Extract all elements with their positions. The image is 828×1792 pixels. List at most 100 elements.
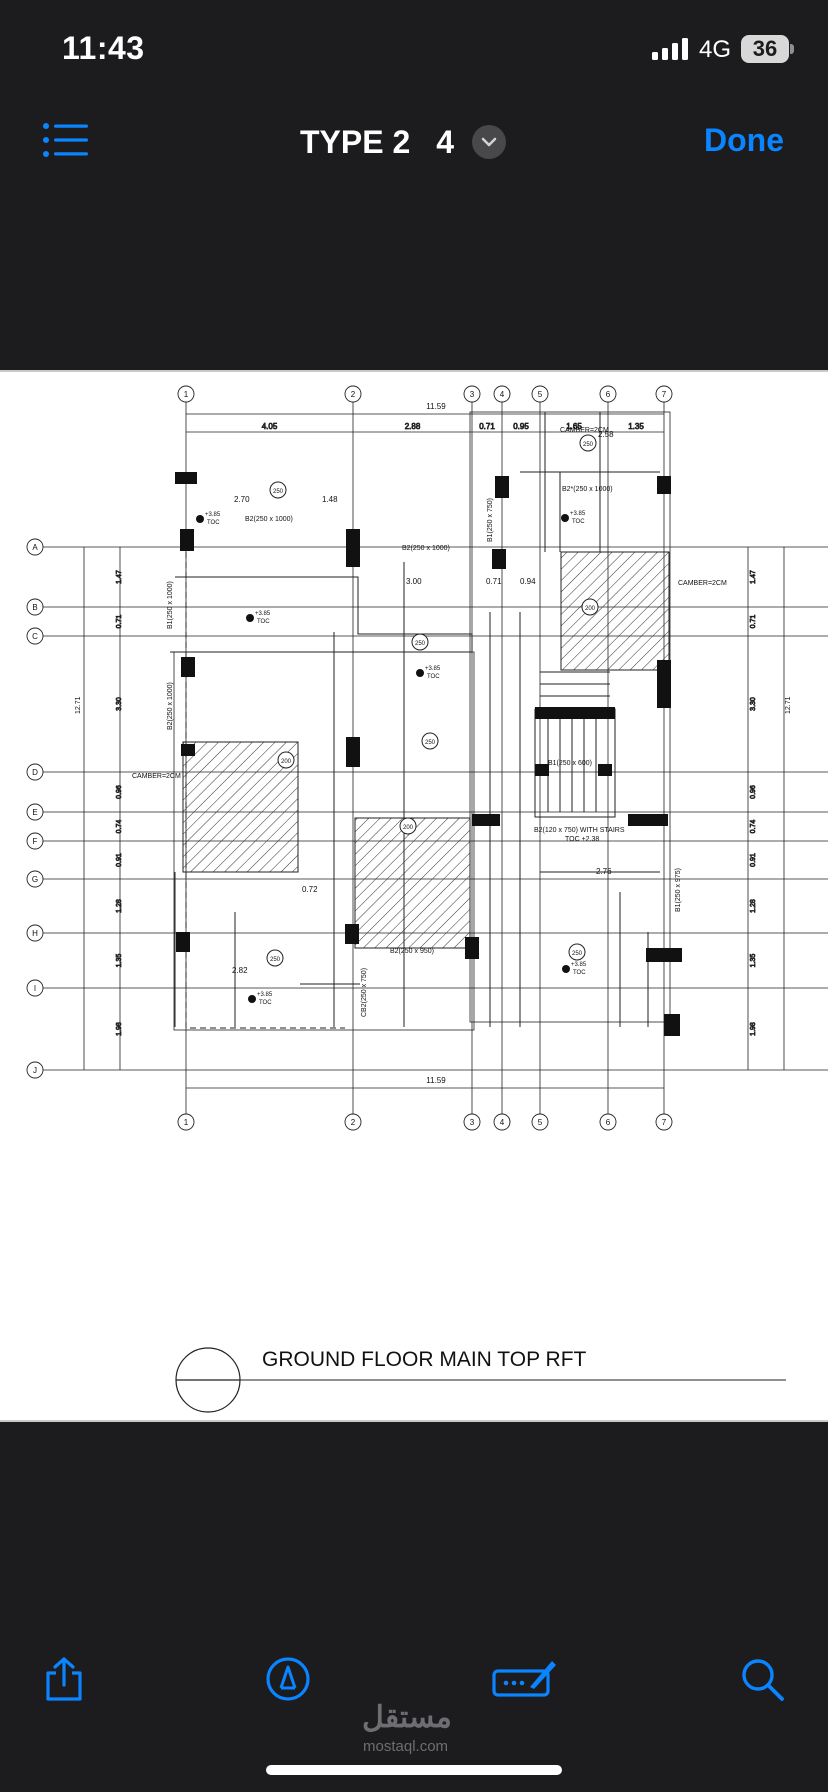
grid-bubble-column (599, 385, 617, 403)
slab-thickness-tag: 250 (568, 943, 586, 961)
grid-column-label: 7 (662, 390, 667, 399)
row-dimension: 1.35 (750, 954, 757, 968)
overall-width-top: 11.59 (426, 402, 446, 411)
search-icon[interactable] (738, 1655, 786, 1703)
dim-label: 1.48 (322, 495, 338, 504)
row-dimension: 3.30 (750, 697, 757, 711)
dim-label: 2.76 (596, 867, 612, 876)
camber-label-top: CAMBER=2CM (560, 427, 609, 434)
grid-row-label: B (32, 603, 37, 612)
dim-label: 0.72 (302, 885, 318, 894)
beam-label-b1-col1: B1(250 x 1000) (167, 581, 174, 629)
grid-column-label: 1 (184, 1118, 189, 1127)
overall-height-left: 12.71 (75, 696, 82, 714)
row-dimension: 0.71 (750, 615, 757, 629)
grid-row-label: G (32, 875, 38, 884)
grid-column-label: 4 (500, 390, 505, 399)
dim-label: 0.94 (520, 577, 536, 586)
toc-stairs-label: TOC +2.38 (565, 836, 599, 843)
grid-bubble-row (26, 1061, 44, 1079)
grid-column-label: 3 (470, 390, 475, 399)
slab-thickness-tag: 250 (269, 481, 287, 499)
grid-bubble-column (599, 1113, 617, 1131)
beam-label-b2-950: B2(250 x 950) (390, 948, 434, 955)
svg-text:+3.85: +3.85 (425, 666, 441, 672)
grid-bubble-column (493, 385, 511, 403)
svg-text:200: 200 (403, 825, 414, 831)
grid-row-label: J (33, 1066, 37, 1075)
dim-label: 3.00 (406, 577, 422, 586)
grid-bubble-column (655, 385, 673, 403)
grid-bubble-column (531, 385, 549, 403)
grid-bubble-row (26, 832, 44, 850)
watermark-latin: mostaql.com (363, 1738, 449, 1755)
section-symbol (175, 1347, 786, 1413)
dim-label: 0.71 (486, 577, 502, 586)
slab-thickness-tag: 250 (579, 434, 597, 452)
row-dimension: 0.96 (116, 785, 123, 799)
beam-label-b1-g: B1(250 x 600) (548, 760, 592, 767)
row-dimension: 0.74 (750, 820, 757, 834)
home-indicator[interactable] (266, 1765, 562, 1775)
markup-icon[interactable] (264, 1655, 312, 1703)
beam-label-b2-c: B2(250 x 1000) (402, 545, 450, 552)
row-dimension: 1.47 (116, 570, 123, 584)
grid-column-label: 2 (351, 1118, 356, 1127)
cellular-signal-icon (652, 38, 688, 60)
grid-bubble-row (26, 924, 44, 942)
done-button[interactable]: Done (704, 122, 784, 158)
row-dimension: 0.74 (116, 820, 123, 834)
row-dimension: 1.35 (116, 954, 123, 968)
drawing-annotations: 11.59 11.59 12.71 12.71 CAMBER=2CM CAMBE… (75, 402, 792, 1413)
dim-label: 2.58 (598, 430, 614, 439)
grid-bubble-column (463, 1113, 481, 1131)
svg-text:+3.85: +3.85 (571, 962, 587, 968)
svg-text:TOC: TOC (257, 619, 270, 625)
grid-bubble-row (26, 598, 44, 616)
camber-label-left: CAMBER=2CM (132, 773, 181, 780)
row-dimension: 1.98 (750, 1022, 757, 1036)
row-dimension: 1.28 (116, 899, 123, 913)
battery-level: 36 (741, 35, 789, 63)
row-dimension: 3.30 (116, 697, 123, 711)
overall-height-right: 12.71 (785, 696, 792, 714)
share-icon[interactable] (40, 1655, 88, 1703)
svg-text:250: 250 (415, 641, 426, 647)
document-title-button[interactable]: TYPE 2 4 (300, 120, 507, 164)
toc-marker: +3.85 TOC (196, 512, 221, 526)
column-dimension: 4.05 (262, 422, 278, 431)
page-number: 4 (436, 123, 455, 160)
svg-text:TOC: TOC (207, 520, 220, 526)
list-icon[interactable] (42, 122, 90, 158)
column-dimension: 2.88 (405, 422, 421, 431)
grid-column-label: 2 (351, 390, 356, 399)
row-dimension: 0.71 (116, 615, 123, 629)
grid-bubble-column (344, 1113, 362, 1131)
beam-label-b1-col4: B1(250 x 750) (487, 498, 494, 542)
chevron-down-icon[interactable] (472, 125, 507, 159)
grid-bubble-row (26, 870, 44, 888)
slab-thickness-tag: 200 (277, 751, 295, 769)
grid-bubble-row (26, 763, 44, 781)
grid-bubble-column (531, 1113, 549, 1131)
drawing-title: GROUND FLOOR MAIN TOP RFT (262, 1348, 587, 1371)
slab-thickness-tag: 250 (421, 732, 439, 750)
network-type: 4G (699, 36, 732, 63)
grid-row-label: F (33, 837, 38, 846)
beam-label-b1-975: B1(250 x 975) (675, 868, 682, 912)
overall-width-bottom: 11.59 (426, 1076, 446, 1085)
row-dimension: 0.96 (750, 785, 757, 799)
beam-label-b2-a: B2(250 x 1000) (245, 516, 293, 523)
dim-label: 2.82 (232, 966, 248, 975)
beam-label-b2-top: B2*(250 x 1000) (562, 486, 613, 493)
signature-icon[interactable] (490, 1655, 558, 1703)
row-dimension: 1.47 (750, 570, 757, 584)
grid-row-label: C (32, 632, 38, 641)
svg-text:250: 250 (583, 442, 594, 448)
svg-text:200: 200 (281, 759, 292, 765)
svg-text:+3.85: +3.85 (205, 512, 221, 518)
slab-thickness-tag: 200 (581, 598, 599, 616)
grid-row-label: H (32, 929, 38, 938)
grid-bubble-row (26, 803, 44, 821)
